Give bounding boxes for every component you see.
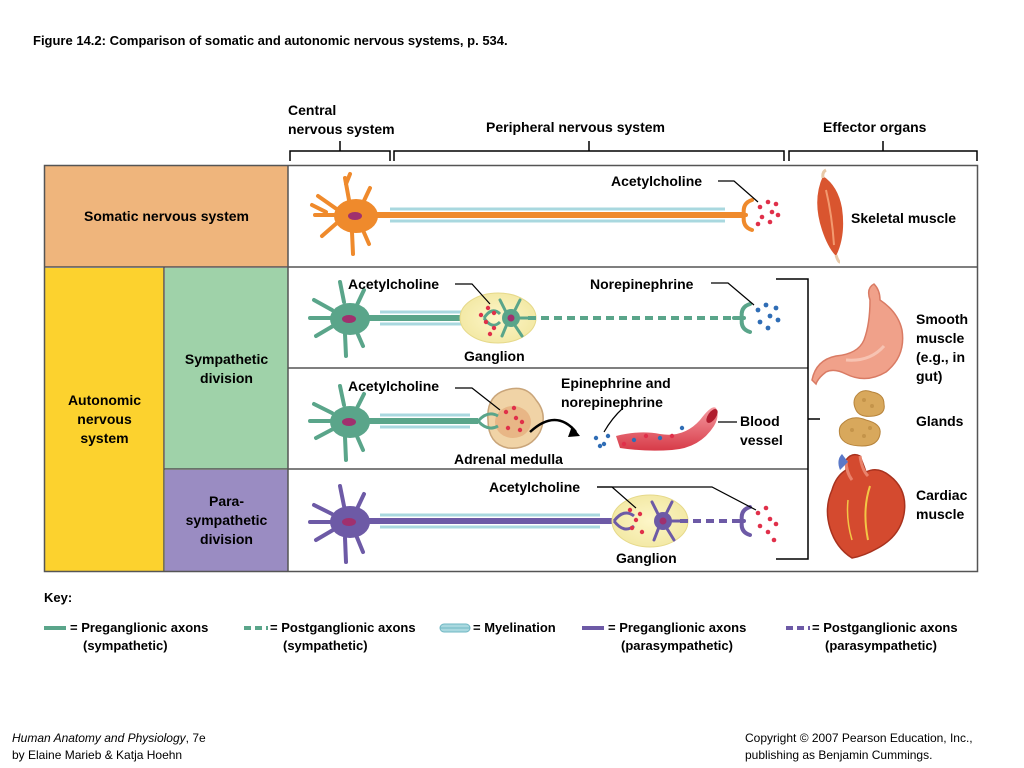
label-blood-vessel: Blood vessel xyxy=(740,412,783,450)
table-frame xyxy=(43,164,979,573)
sympathetic-cell: Sympathetic division xyxy=(165,268,288,469)
sympathetic-neuron-1 xyxy=(308,280,474,358)
effectors-header: Effector organs xyxy=(823,119,927,135)
blood-vessel-icon xyxy=(593,407,737,451)
parasympathetic-label-1: Para- xyxy=(208,493,245,509)
sympathetic-ganglion-neuron xyxy=(455,282,781,338)
effectors-bracket xyxy=(776,278,820,560)
key-swatches xyxy=(44,623,810,633)
header-brackets xyxy=(289,141,978,161)
key-item-line-1: = Postganglionic axons xyxy=(812,620,958,635)
key-item-line-2: (parasympathetic) xyxy=(621,638,733,653)
label-smooth-muscle-line-4: gut) xyxy=(916,368,943,384)
label-glands: Glands xyxy=(916,413,964,429)
label-acetylcholine-sympathetic: Acetylcholine xyxy=(348,276,440,292)
figure-title: Figure 14.2: Comparison of somatic and a… xyxy=(33,33,508,48)
autonomic-label-3: system xyxy=(80,430,129,446)
footer-publisher: publishing as Benjamin Cummings. xyxy=(745,748,933,762)
label-epinephrine: Epinephrine and norepinephrine xyxy=(561,374,671,412)
somatic-cell: Somatic nervous system xyxy=(45,166,288,267)
skeletal-muscle-icon xyxy=(817,168,844,264)
cns-header-line-2: nervous system xyxy=(288,121,395,137)
autonomic-label-1: Autonomic xyxy=(67,392,142,408)
pns-header: Peripheral nervous system xyxy=(486,119,665,135)
label-smooth-muscle-line-3: (e.g., in xyxy=(916,349,965,365)
label-ganglion-sympathetic: Ganglion xyxy=(464,348,525,364)
key-item-line-2: (sympathetic) xyxy=(283,638,368,653)
key-item-line-2: (parasympathetic) xyxy=(825,638,937,653)
key-item-line-1: = Myelination xyxy=(473,620,556,635)
key-item-myelination: = Myelination xyxy=(473,619,556,637)
label-norepinephrine: Norepinephrine xyxy=(590,276,694,292)
label-acetylcholine-parasympathetic: Acetylcholine xyxy=(489,479,581,495)
glands-icon xyxy=(838,390,885,447)
label-cardiac-muscle: Cardiac muscle xyxy=(916,486,967,524)
sympathetic-label-2: division xyxy=(200,369,253,386)
label-epinephrine-line-1: Epinephrine and xyxy=(561,375,671,391)
sympathetic-neuron-2 xyxy=(308,384,478,462)
label-blood-vessel-line-2: vessel xyxy=(740,432,783,448)
footer-book-line: Human Anatomy and Physiology, 7e xyxy=(12,730,206,747)
label-acetylcholine-adrenal: Acetylcholine xyxy=(348,378,440,394)
label-ganglion-parasympathetic: Ganglion xyxy=(616,550,677,566)
stomach-icon xyxy=(811,283,904,386)
label-smooth-muscle: Smooth muscle (e.g., in gut) xyxy=(916,310,968,386)
cns-header: Central nervous system xyxy=(288,101,395,139)
footer-authors: by Elaine Marieb & Katja Hoehn xyxy=(12,748,183,762)
adrenal-medulla-icon xyxy=(455,387,580,449)
key-item-line-2: (sympathetic) xyxy=(83,638,168,653)
footer-book-title: Human Anatomy and Physiology xyxy=(12,731,186,745)
somatic-label: Somatic nervous system xyxy=(84,208,249,224)
label-cardiac-muscle-line-2: muscle xyxy=(916,506,965,522)
key-item-preganglionic-parasympathetic: = Preganglionic axons (parasympathetic) xyxy=(608,619,746,655)
label-smooth-muscle-line-1: Smooth xyxy=(916,311,969,327)
footer-citation: Human Anatomy and Physiology, 7e by Elai… xyxy=(12,730,206,764)
label-cardiac-muscle-line-1: Cardiac xyxy=(916,487,968,503)
autonomic-cell: Autonomic nervous system xyxy=(45,268,164,571)
cns-header-line-1: Central xyxy=(288,102,337,118)
parasympathetic-label-3: division xyxy=(200,531,253,547)
key-item-postganglionic-parasympathetic: = Postganglionic axons (parasympathetic) xyxy=(812,619,958,655)
footer-edition: , 7e xyxy=(185,731,206,745)
key-item-postganglionic-sympathetic: = Postganglionic axons (sympathetic) xyxy=(270,619,416,655)
footer-copyright: Copyright © 2007 Pearson Education, Inc.… xyxy=(745,731,973,745)
parasympathetic-label-2: sympathetic xyxy=(185,512,268,528)
parasympathetic-ganglion-neuron xyxy=(597,486,779,543)
sympathetic-label-1: Sympathetic xyxy=(184,350,269,367)
key-title: Key: xyxy=(44,590,73,605)
key-item-line-1: = Preganglionic axons xyxy=(70,620,209,635)
label-blood-vessel-line-1: Blood xyxy=(740,413,780,429)
somatic-neuron xyxy=(310,172,781,256)
key-item-preganglionic-sympathetic: = Preganglionic axons (sympathetic) xyxy=(70,619,208,655)
label-adrenal-medulla: Adrenal medulla xyxy=(454,451,563,467)
label-smooth-muscle-line-2: muscle xyxy=(916,330,965,346)
footer-copyright-block: Copyright © 2007 Pearson Education, Inc.… xyxy=(745,730,973,764)
label-epinephrine-line-2: norepinephrine xyxy=(561,394,663,410)
parasympathetic-cell: Para- sympathetic division xyxy=(165,470,288,571)
autonomic-label-2: nervous xyxy=(77,411,132,427)
parasympathetic-neuron xyxy=(308,484,616,564)
label-acetylcholine-somatic: Acetylcholine xyxy=(611,173,703,189)
key-item-line-1: = Preganglionic axons xyxy=(608,620,747,635)
label-skeletal-muscle: Skeletal muscle xyxy=(851,210,957,226)
key-item-line-1: = Postganglionic axons xyxy=(270,620,416,635)
heart-icon xyxy=(826,453,906,559)
